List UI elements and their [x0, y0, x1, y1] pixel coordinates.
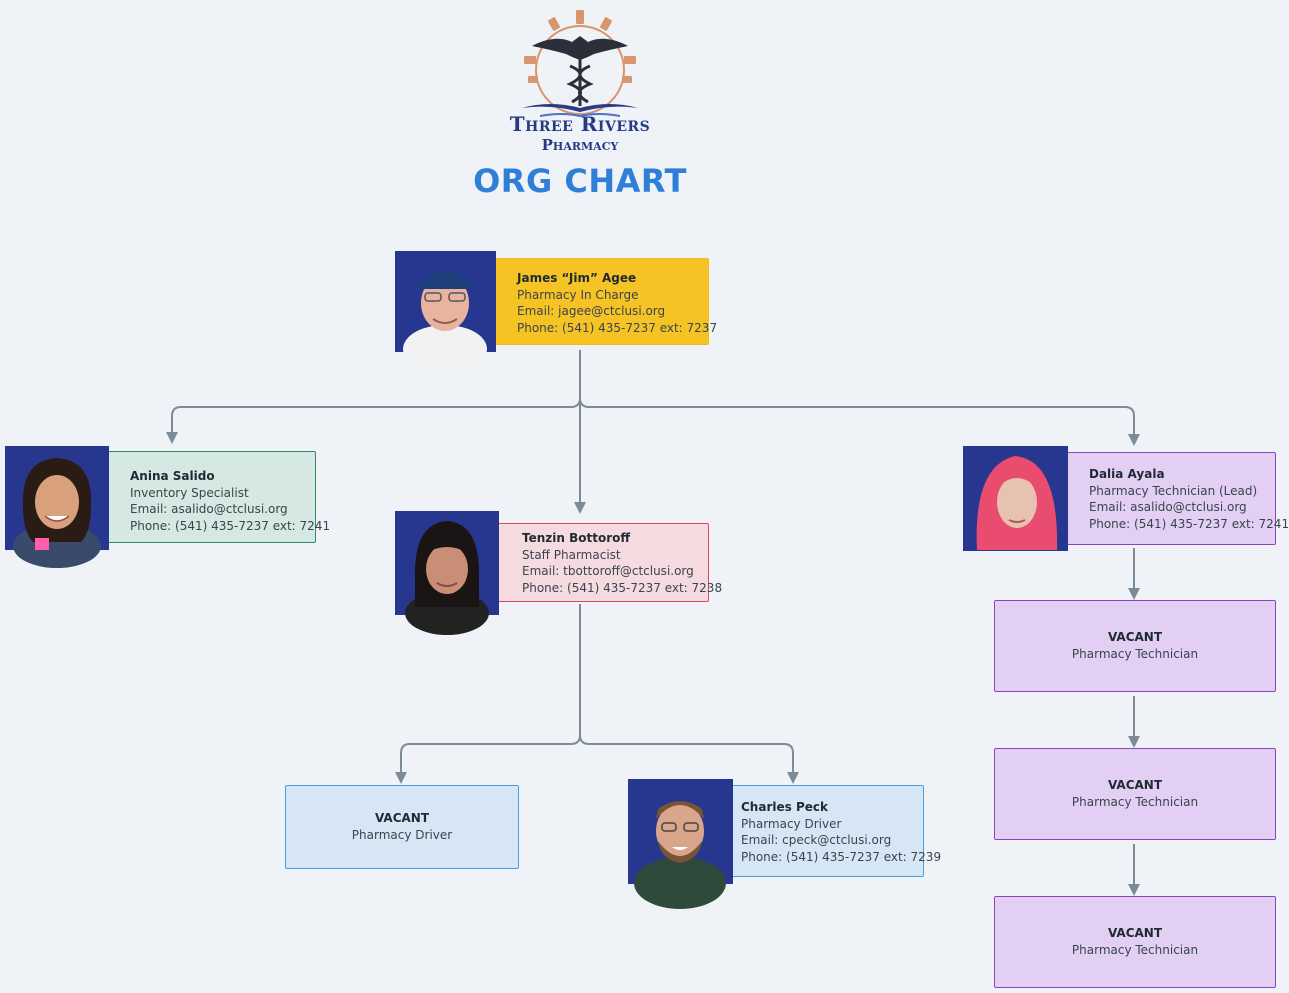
person-email: Email: jagee@ctclusi.org — [517, 304, 666, 318]
logo-wordmark-line2: Pharmacy — [541, 136, 619, 154]
avatar-tenzin-bottoroff — [395, 511, 499, 635]
person-name: James “Jim” Agee — [517, 271, 637, 285]
card-vacant-pharmacy-technician-2[interactable]: VACANT Pharmacy Technician — [994, 748, 1276, 840]
vacancy-status: VACANT — [1107, 778, 1163, 792]
card-tenzin-bottoroff[interactable]: Tenzin Bottoroff Staff Pharmacist Email:… — [460, 523, 722, 602]
person-name: Charles Peck — [741, 800, 828, 814]
person-phone: Phone: (541) 435-7237 ext: 7237 — [517, 320, 718, 335]
person-role: Pharmacy Technician (Lead) — [1089, 483, 1258, 498]
person-email: Email: asalido@ctclusi.org — [130, 502, 288, 516]
person-email: Email: tbottoroff@ctclusi.org — [522, 564, 694, 578]
card-vacant-pharmacy-technician-3[interactable]: VACANT Pharmacy Technician — [994, 896, 1276, 988]
person-phone: Phone: (541) 435-7237 ext: 7241 — [130, 518, 331, 533]
person-phone: Phone: (541) 435-7237 ext: 7239 — [741, 849, 942, 864]
vacancy-role: Pharmacy Technician — [1071, 647, 1199, 661]
person-name: Tenzin Bottoroff — [522, 531, 631, 545]
person-name: Dalia Ayala — [1089, 467, 1165, 481]
vacancy-role: Pharmacy Driver — [351, 828, 453, 842]
avatar-dalia-ayala — [963, 446, 1068, 551]
person-email: Email: asalido@ctclusi.org — [1089, 500, 1247, 514]
person-role: Pharmacy Driver — [741, 816, 842, 831]
logo-wordmark-line1: Three Rivers — [509, 112, 651, 136]
person-phone: Phone: (541) 435-7237 ext: 7241 — [1089, 516, 1289, 531]
card-james-agee[interactable]: James “Jim” Agee Pharmacy In Charge Emai… — [455, 258, 717, 345]
person-role: Inventory Specialist — [130, 485, 249, 500]
person-phone: Phone: (541) 435-7237 ext: 7238 — [522, 580, 723, 595]
vacancy-role: Pharmacy Technician — [1071, 943, 1199, 957]
avatar-james-agee — [395, 251, 496, 373]
vacancy-status: VACANT — [374, 811, 430, 825]
person-role: Pharmacy In Charge — [517, 287, 639, 302]
avatar-charles-peck — [628, 779, 733, 909]
person-name: Anina Salido — [130, 469, 215, 483]
page-title: ORG CHART — [473, 162, 687, 200]
card-vacant-pharmacy-technician-1[interactable]: VACANT Pharmacy Technician — [994, 600, 1276, 692]
vacancy-role: Pharmacy Technician — [1071, 795, 1199, 809]
person-email: Email: cpeck@ctclusi.org — [741, 833, 892, 847]
person-role: Staff Pharmacist — [522, 547, 621, 562]
vacancy-status: VACANT — [1107, 630, 1163, 644]
vacancy-status: VACANT — [1107, 926, 1163, 940]
card-vacant-pharmacy-driver[interactable]: VACANT Pharmacy Driver — [285, 785, 519, 869]
avatar-anina-salido — [5, 446, 109, 568]
three-rivers-logo-emblem — [522, 10, 638, 118]
